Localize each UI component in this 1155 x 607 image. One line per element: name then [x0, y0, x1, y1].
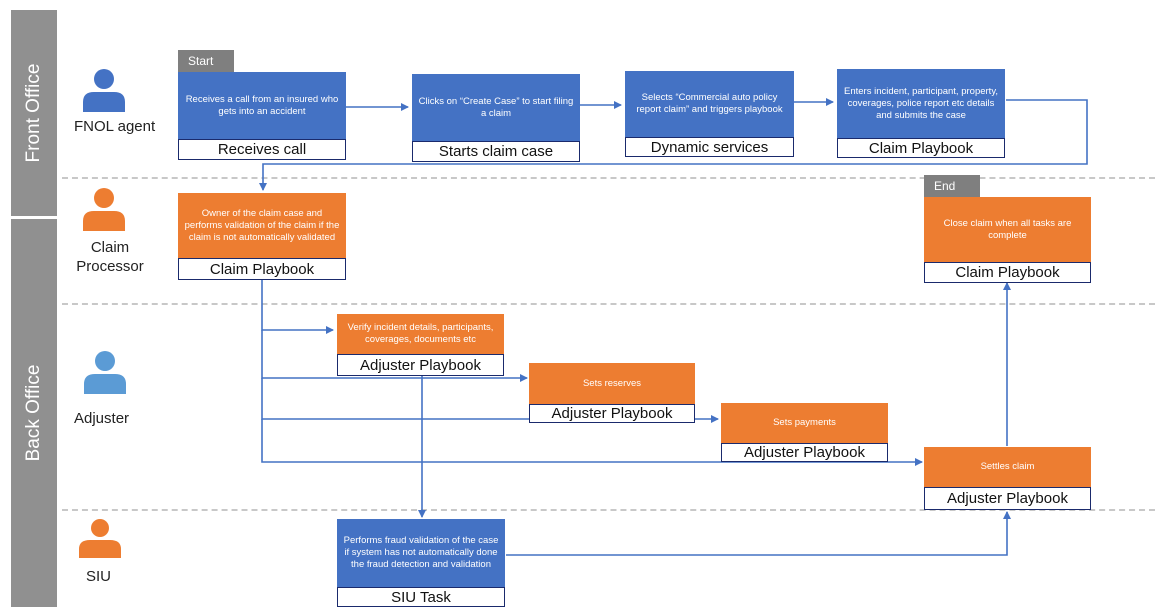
lane-divider: [62, 303, 1155, 305]
close-claim-label: Claim Playbook: [924, 262, 1091, 283]
settles-claim-step: Settles claim: [924, 447, 1091, 487]
sets-payments-step: Sets payments: [721, 403, 888, 443]
receives-call-label: Receives call: [178, 139, 346, 160]
fnol-agent-label: FNOL agent: [74, 118, 156, 135]
adjuster-label: Adjuster: [74, 410, 130, 427]
fraud-validation-label: SIU Task: [337, 587, 505, 607]
dynamic-services-step: Selects “Commercial auto policy report c…: [625, 71, 794, 137]
claim-processor-line2: Processor: [76, 258, 144, 275]
fnol-agent-person-icon: [83, 69, 125, 112]
lane-divider: [62, 177, 1155, 179]
verify-incident-label: Adjuster Playbook: [337, 354, 504, 376]
claim-owner-label: Claim Playbook: [178, 258, 346, 280]
end-tag: End: [924, 175, 980, 197]
claim-processor-person-icon: [83, 188, 125, 231]
sets-payments-label: Adjuster Playbook: [721, 443, 888, 462]
verify-incident-step: Verify incident details, participants, c…: [337, 314, 504, 354]
back-office-lane: Back Office: [11, 219, 57, 607]
enters-details-label: Claim Playbook: [837, 138, 1005, 158]
starts-claim-label: Starts claim case: [412, 141, 580, 162]
lane-divider: [62, 509, 1155, 511]
claim-processor-line1: Claim: [90, 239, 130, 256]
sets-reserves-step: Sets reserves: [529, 363, 695, 404]
siu-label: SIU: [86, 568, 112, 585]
claim-processor-label: Claim Processor: [70, 238, 150, 276]
close-claim-step: Close claim when all tasks are complete: [924, 197, 1091, 262]
adjuster-person-icon: [84, 351, 126, 394]
claim-owner-step: Owner of the claim case and performs val…: [178, 193, 346, 258]
siu-person-icon: [79, 519, 121, 558]
front-office-lane: Front Office: [11, 10, 57, 216]
dynamic-services-label: Dynamic services: [625, 137, 794, 157]
starts-claim-step: Clicks on “Create Case” to start filing …: [412, 74, 580, 141]
sets-reserves-label: Adjuster Playbook: [529, 404, 695, 423]
fraud-validation-step: Performs fraud validation of the case if…: [337, 519, 505, 587]
settles-claim-label: Adjuster Playbook: [924, 487, 1091, 510]
start-tag: Start: [178, 50, 234, 72]
enters-details-step: Enters incident, participant, property, …: [837, 69, 1005, 138]
receives-call-step: Receives a call from an insured who gets…: [178, 72, 346, 139]
